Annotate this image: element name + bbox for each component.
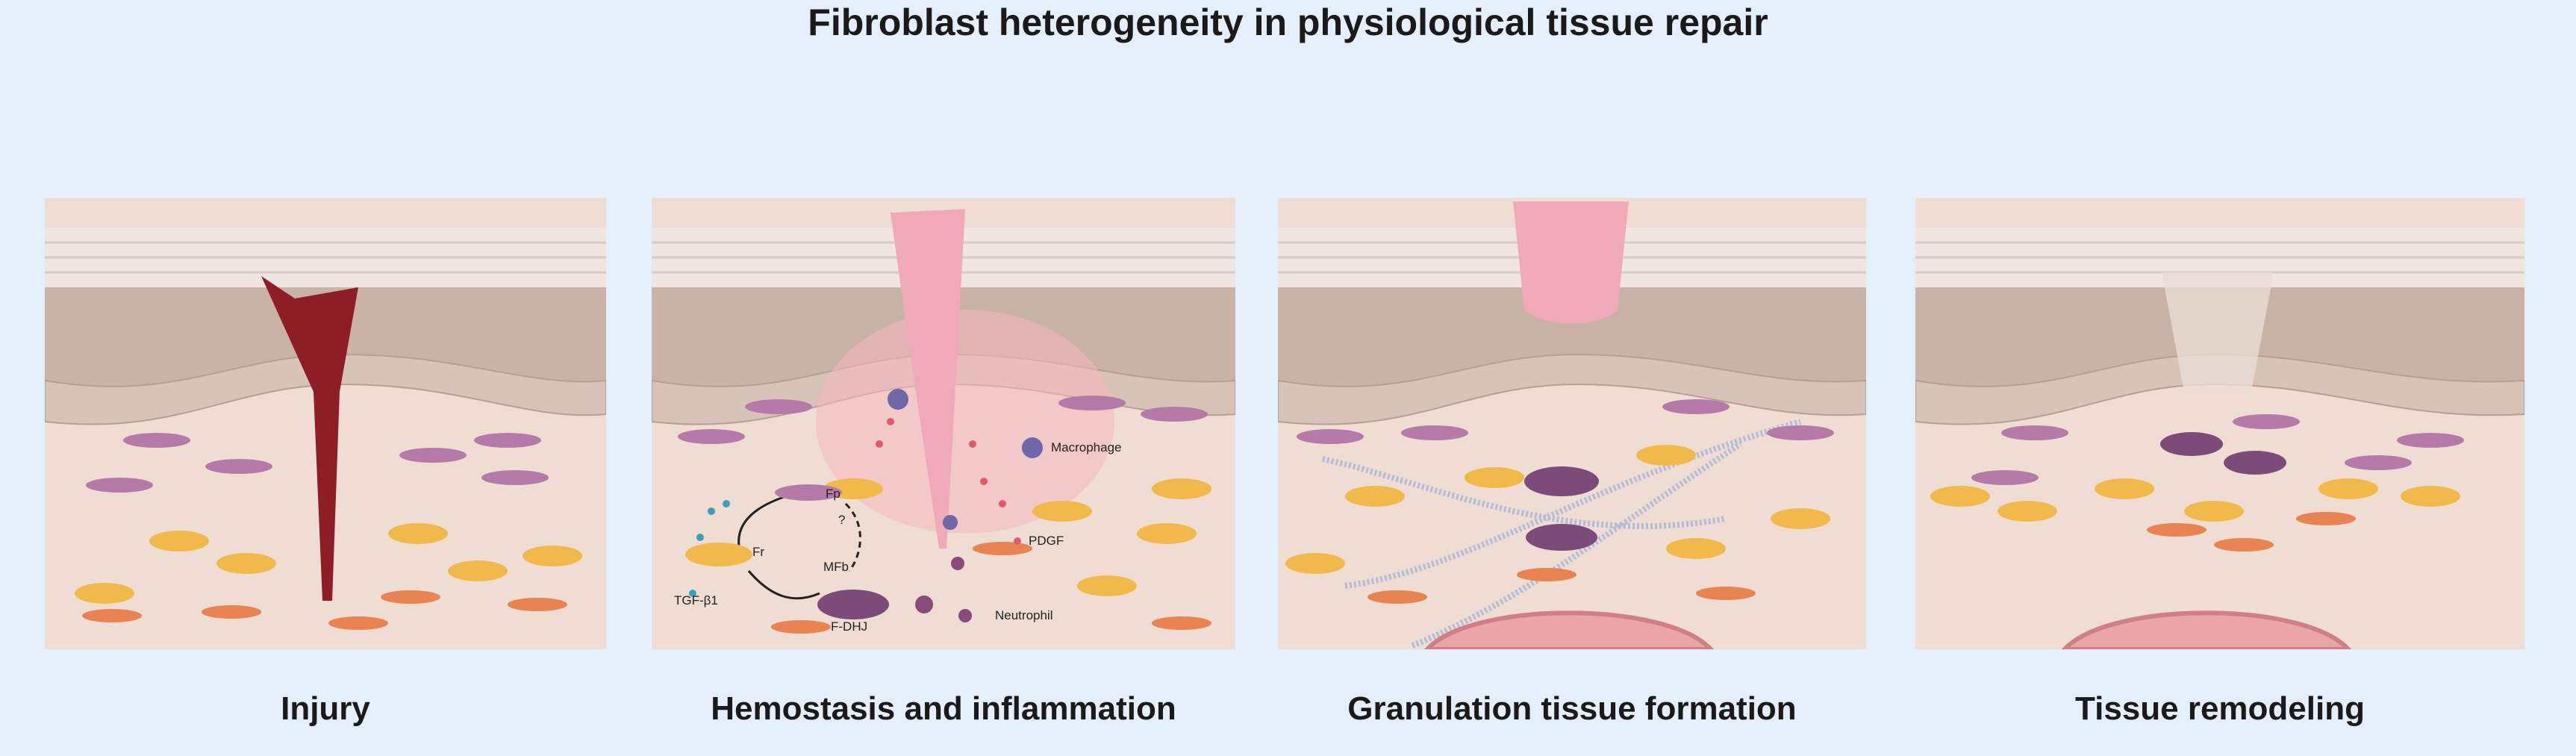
myofibroblast-cells bbox=[1524, 466, 1599, 551]
fibroblast-red-cells bbox=[82, 590, 567, 630]
figure-title: Fibroblast heterogeneity in physiologica… bbox=[808, 1, 1768, 43]
label-question: ? bbox=[838, 513, 845, 527]
panel-label-hemostasis: Hemostasis and inflammation bbox=[711, 690, 1176, 727]
fibroblast-purple-cells bbox=[1971, 414, 2464, 485]
fibroblast-purple-cells bbox=[678, 396, 1208, 444]
inflammation-glow bbox=[816, 310, 1114, 534]
fibroblast-orange-cells bbox=[1930, 478, 2460, 522]
blood-vessel bbox=[2061, 610, 2352, 649]
neutrophil-cells bbox=[915, 557, 972, 622]
collagen-fibers bbox=[1322, 419, 1802, 649]
fr-cell bbox=[685, 543, 752, 566]
pdgf-dots bbox=[876, 418, 1021, 545]
panel-label-injury: Injury bbox=[281, 690, 370, 727]
wound-pink bbox=[891, 209, 965, 549]
panel-injury bbox=[45, 198, 606, 649]
fibroblast-purple-cells bbox=[86, 433, 549, 493]
panel-label-remodeling: Tissue remodeling bbox=[2075, 690, 2365, 727]
mfb-cell bbox=[817, 590, 889, 619]
cycle-arrow-fp-mfb bbox=[844, 502, 861, 572]
fibroblast-red-cells bbox=[771, 542, 1211, 634]
label-neutrophil: Neutrophil bbox=[995, 608, 1053, 622]
fibroblast-orange-cells bbox=[75, 523, 582, 604]
blood-clot-wound bbox=[261, 276, 358, 601]
wound-pink bbox=[1513, 202, 1629, 324]
myofibroblast-cells bbox=[2160, 432, 2286, 475]
scar-tissue bbox=[2162, 272, 2274, 392]
panel-remodeling bbox=[1915, 198, 2524, 649]
basal-layer bbox=[1278, 353, 1866, 425]
tgf-beta-dots bbox=[689, 500, 730, 597]
fibroblast-red-cells bbox=[1367, 568, 1756, 604]
label-fdhj: F-DHJ bbox=[831, 619, 867, 634]
label-fr: Fr bbox=[752, 545, 764, 559]
macrophage-cells bbox=[888, 389, 1043, 530]
label-mfb: MFb bbox=[823, 560, 849, 574]
basal-layer bbox=[45, 353, 606, 425]
panel-hemostasis: Fp Fr MFb ? TGF-β1 F-DHJ Macrophage PDGF… bbox=[652, 198, 1235, 649]
fibroblast-purple-cells bbox=[1297, 399, 1834, 444]
blood-vessel bbox=[1423, 610, 1715, 649]
panel-label-granulation: Granulation tissue formation bbox=[1347, 690, 1797, 727]
cycle-arrow-fr-mfb bbox=[747, 570, 820, 600]
label-macrophage: Macrophage bbox=[1051, 440, 1122, 454]
fibroblast-orange-cells bbox=[1285, 445, 1830, 574]
panel-granulation bbox=[1278, 198, 1866, 649]
label-fp: Fp bbox=[826, 487, 841, 501]
basal-layer bbox=[1915, 353, 2524, 425]
label-pdgf: PDGF bbox=[1029, 534, 1064, 548]
fp-cell bbox=[775, 484, 842, 501]
fibroblast-red-cells bbox=[2147, 512, 2356, 552]
label-tgf: TGF-β1 bbox=[674, 593, 718, 607]
